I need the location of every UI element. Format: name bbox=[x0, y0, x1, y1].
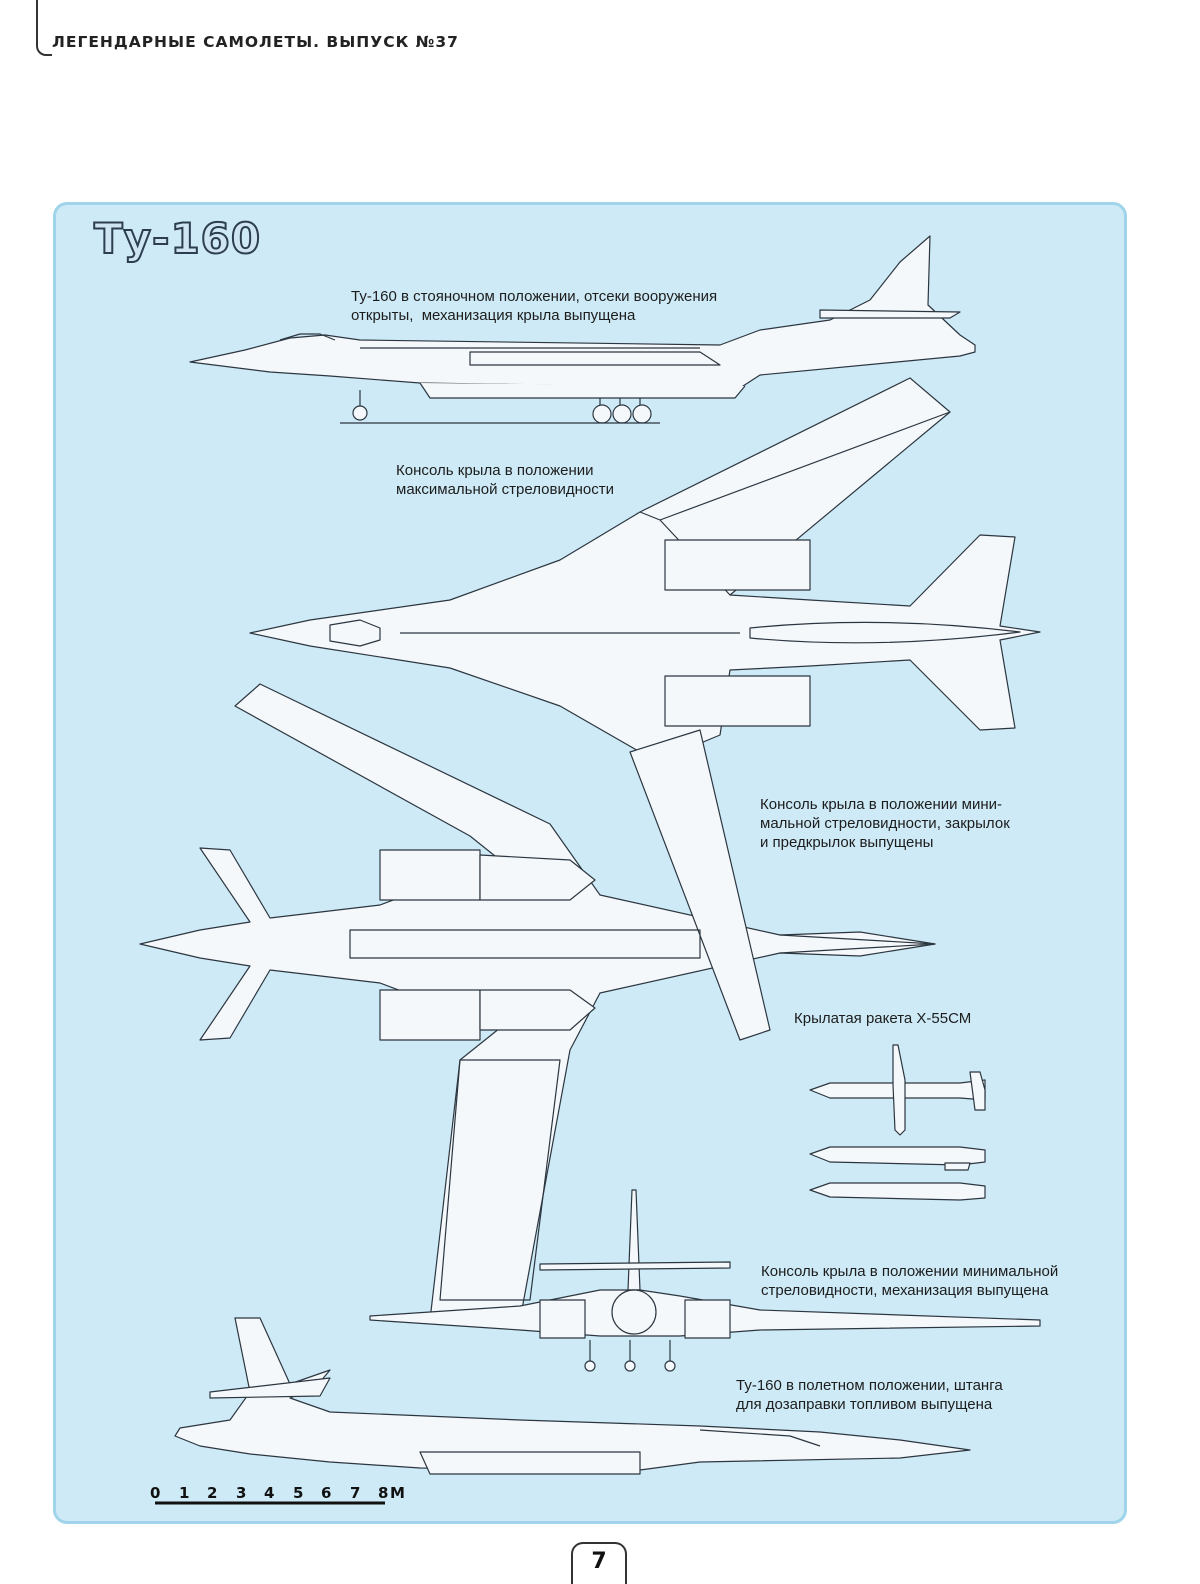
caption-side-flight: Ту-160 в полетном положении, штанга для … bbox=[736, 1377, 1003, 1413]
scale-tick-label: 2 bbox=[207, 1484, 218, 1502]
top-view-max-sweep bbox=[249, 377, 1041, 761]
page-number: 7 bbox=[591, 1549, 607, 1574]
scale-tick-label: 0 bbox=[150, 1484, 161, 1502]
page-number-tab: 7 bbox=[571, 1542, 627, 1584]
scale-tick-label: 1 bbox=[179, 1484, 190, 1502]
caption-max-sweep: Консоль крыла в положении максимальной с… bbox=[396, 462, 614, 498]
running-header: ЛЕГЕНДАРНЫЕ САМОЛЕТЫ. ВЫПУСК №37 bbox=[52, 33, 459, 51]
underside-view-min-sweep bbox=[139, 683, 936, 1321]
side-view-flight bbox=[174, 1317, 971, 1475]
missile-views bbox=[809, 1044, 986, 1201]
scale-tick-label: 5 bbox=[293, 1484, 304, 1502]
caption-min-sweep-flaps: Консоль крыла в положении мини- мальной … bbox=[760, 796, 1010, 851]
side-view-parked bbox=[189, 235, 976, 424]
scale-tick-label: 4 bbox=[264, 1484, 275, 1502]
header-rule bbox=[36, 0, 52, 56]
scale-tick-label: 3 bbox=[236, 1484, 247, 1502]
caption-min-sweep-front: Консоль крыла в положении минимальной ст… bbox=[761, 1263, 1059, 1299]
caption-missile: Крылатая ракета Х-55СМ bbox=[794, 1010, 972, 1027]
scale-tick-label: 6 bbox=[321, 1484, 332, 1502]
scale-tick-label: 7 bbox=[350, 1484, 361, 1502]
scale-tick-label: 8 bbox=[378, 1484, 389, 1502]
scale-unit: М bbox=[390, 1484, 405, 1502]
front-view bbox=[369, 1189, 1041, 1372]
caption-side-parked: Ту-160 в стояночном положении, отсеки во… bbox=[351, 288, 718, 324]
aircraft-title: Ту-160 bbox=[93, 213, 262, 264]
